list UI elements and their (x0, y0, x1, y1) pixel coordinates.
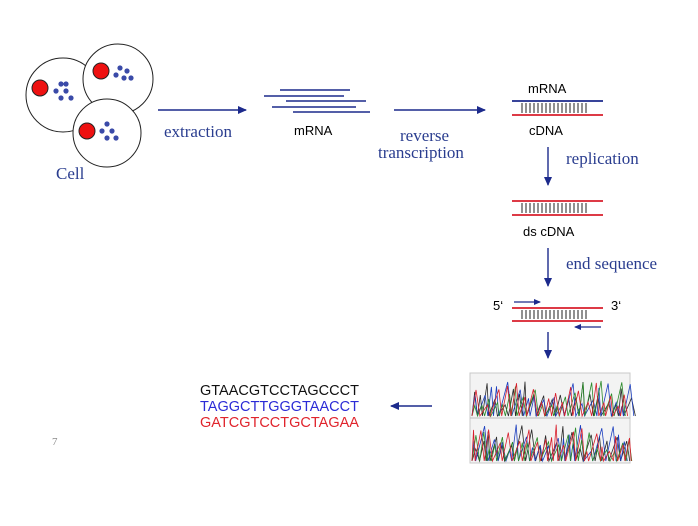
mrna-bundle-label: mRNA (294, 123, 333, 138)
nucleus-icon (31, 79, 49, 97)
page-number: 7 (52, 436, 58, 448)
cell-3 (72, 98, 142, 168)
three-prime-label: 3‘ (611, 298, 621, 313)
sequence-line-1: GTAACGTCCTAGCCCT (200, 383, 359, 399)
primed-ds-cdna (512, 299, 603, 330)
transcription-label: transcription (378, 143, 464, 162)
cdna-strand-label: cDNA (529, 123, 563, 138)
replication-label: replication (566, 149, 639, 168)
extraction-label: extraction (164, 122, 232, 141)
organelle-dots-icon (53, 81, 74, 101)
chromatogram-trace (471, 382, 628, 418)
cell-label: Cell (56, 164, 85, 183)
ds-cdna (512, 200, 603, 216)
nucleus-icon (78, 122, 96, 140)
organelle-dots-icon (99, 121, 119, 141)
five-prime-label: 5‘ (493, 298, 503, 313)
cell-2 (82, 43, 154, 115)
ds-cdna-label: ds cDNA (523, 224, 575, 239)
mrna-bundle (264, 89, 370, 113)
organelle-dots-icon (113, 65, 134, 81)
mrna-strand-label: mRNA (528, 81, 567, 96)
chromatogram-trace (471, 424, 632, 463)
reverse-label: reverse (400, 126, 449, 145)
chromatogram-trace (471, 381, 635, 418)
nucleus-icon (92, 62, 110, 80)
chromatogram-trace (471, 427, 633, 463)
mrna-cdna-hybrid (512, 100, 603, 116)
sequence-line-3: GATCGTCCTGCTAGAA (200, 415, 359, 431)
end-sequence-label: end sequence (566, 254, 657, 273)
chromatogram-image (469, 372, 636, 464)
sequence-line-2: TAGGCTTGGGTAACCT (200, 399, 359, 415)
